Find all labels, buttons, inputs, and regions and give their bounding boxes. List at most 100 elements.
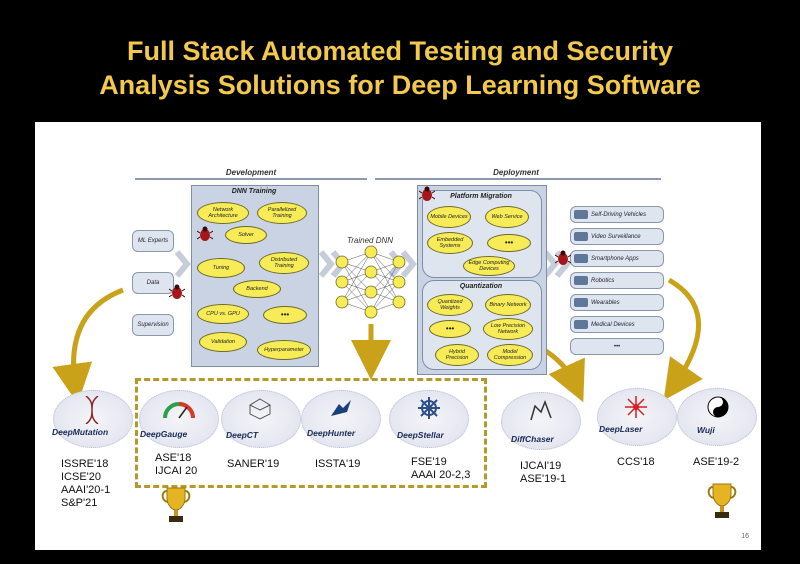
dna-icon	[85, 396, 99, 424]
car-icon	[574, 210, 588, 219]
venues-deephunter: ISSTA'19	[315, 458, 360, 471]
app-label: •••	[613, 343, 621, 350]
hunter-icon	[331, 400, 351, 416]
trophy-icon	[707, 483, 737, 518]
tool-name-deepstellar: DeepStellar	[397, 430, 444, 440]
tool-name-deepmutation: DeepMutation	[52, 427, 109, 437]
bug-icon	[169, 284, 185, 299]
brain-deepgauge	[139, 390, 219, 448]
ellipse-backend: Backend	[233, 280, 281, 298]
venue-item: FSE'19	[411, 456, 447, 468]
title-line-2: Analysis Solutions for Deep Learning Sof…	[99, 70, 701, 100]
ellipse-binary-network: Binary Network	[485, 294, 531, 316]
venue-item: AAAI'20-1	[61, 484, 111, 496]
venue-item: IJCAI 20	[155, 465, 198, 477]
helm-icon	[418, 397, 440, 419]
app-label: Robotics	[591, 277, 615, 284]
tool-name-deephunter: DeepHunter	[307, 428, 356, 438]
app-more: •••	[570, 338, 664, 355]
venue-item: ICSE'20	[61, 471, 102, 483]
venue-item: ASE'18	[155, 452, 192, 464]
medical-icon	[574, 320, 588, 329]
ellipse-hyperparameter: Hyperparameter	[257, 340, 311, 360]
deployment-line	[375, 178, 661, 180]
venue-item: AAAI 20-2,3	[411, 469, 471, 481]
ellipse-tuning: Tuning	[197, 258, 245, 278]
ellipse-more-training: •••	[263, 306, 307, 324]
venues-deepgauge: ASE'18 IJCAI 20	[155, 452, 197, 478]
ellipse-edge-computing: Edge Computing Devices	[463, 256, 515, 276]
bug-icon	[197, 226, 213, 241]
laser-icon	[625, 396, 647, 418]
page-number: 16	[741, 533, 749, 540]
input-data: Data	[132, 272, 174, 294]
ellipse-validation: Validation	[199, 332, 247, 352]
ellipse-distributed-training: Distributed Training	[259, 252, 309, 274]
watch-icon	[574, 298, 588, 307]
ellipse-more-quantization: •••	[429, 320, 471, 338]
app-label: Wearables	[591, 299, 620, 306]
quantization-title: Quantization	[459, 283, 503, 290]
tool-name-deepgauge: DeepGauge	[140, 429, 188, 439]
venue-item: CCS'18	[617, 456, 655, 468]
chaser-icon	[530, 400, 552, 421]
ellipse-network-architecture: Network Architecture	[197, 202, 249, 224]
gauge-icon	[163, 402, 195, 419]
brain-diffchaser	[501, 392, 581, 450]
ellipse-cpu-vs-gpu: CPU vs. GPU	[197, 304, 249, 324]
trophy-icon	[161, 487, 191, 522]
slide: Development Deployment ML Experts Data S…	[35, 122, 761, 550]
input-ml-experts: ML Experts	[132, 230, 174, 252]
connections-svg	[52, 245, 703, 404]
title-line-1: Full Stack Automated Testing and Securit…	[126, 36, 674, 66]
development-label: Development	[225, 168, 277, 177]
phone-icon	[574, 254, 588, 263]
tool-name-deeplaser: DeepLaser	[599, 424, 643, 434]
brain-deephunter	[301, 390, 381, 448]
app-medical-devices: Medical Devices	[570, 316, 664, 333]
venue-item: ASE'19-1	[520, 473, 567, 485]
camera-icon	[574, 232, 588, 241]
app-label: Medical Devices	[591, 321, 635, 328]
ellipse-model-compression: Model Compression	[487, 344, 533, 366]
polyhedron-icon	[249, 398, 271, 420]
yin-yang-icon	[707, 396, 729, 418]
app-self-driving: Self-Driving Vehicles	[570, 206, 664, 223]
ellipse-parallelized-training: Parallelized Training	[257, 202, 307, 224]
app-wearables: Wearables	[570, 294, 664, 311]
venue-item: ISSTA'19	[315, 458, 361, 470]
ellipse-hybrid-precision: Hybrid Precision	[435, 344, 479, 366]
ellipse-quantized-weights: Quantized Weights	[427, 294, 473, 316]
coverage-tools-box	[135, 378, 487, 488]
venues-deepstellar: FSE'19 AAAI 20-2,3	[411, 456, 470, 482]
ellipse-mobile-devices: Mobile Devices	[427, 206, 471, 228]
ellipse-solver: Solver	[225, 226, 267, 244]
deployment-label: Deployment	[493, 168, 539, 177]
tool-name-wuji: Wuji	[697, 425, 715, 435]
venues-deepct: SANER'19	[227, 458, 279, 471]
venue-item: ASE'19-2	[693, 456, 740, 468]
venues-wuji: ASE'19-2	[693, 456, 739, 469]
venue-item: IJCAI'19	[520, 460, 562, 472]
venue-item: S&P'21	[61, 497, 98, 509]
venues-diffchaser: IJCAI'19 ASE'19-1	[520, 460, 566, 486]
ellipse-low-precision: Low Precision Network	[483, 318, 533, 340]
app-label: Video Surveillance	[591, 233, 641, 240]
venues-deeplaser: CCS'18	[617, 456, 655, 469]
bug-icon	[419, 186, 435, 201]
ellipse-embedded-systems: Embedded Systems	[427, 232, 473, 254]
venue-item: ISSRE'18	[61, 458, 109, 470]
input-supervision: Supervision	[132, 314, 174, 336]
app-robotics: Robotics	[570, 272, 664, 289]
app-label: Smartphone Apps	[591, 255, 639, 262]
dnn-training-title: DNN Training	[231, 188, 277, 195]
app-video-surveillance: Video Surveillance	[570, 228, 664, 245]
app-label: Self-Driving Vehicles	[591, 211, 647, 218]
ellipse-more-platform: •••	[487, 234, 531, 252]
venues-deepmutation: ISSRE'18 ICSE'20 AAAI'20-1 S&P'21	[61, 458, 110, 510]
brain-deepmutation	[53, 390, 133, 448]
trained-dnn-label: Trained DNN	[346, 236, 394, 245]
tool-name-deepct: DeepCT	[226, 430, 259, 440]
venue-item: SANER'19	[227, 458, 280, 470]
robot-icon	[574, 276, 588, 285]
